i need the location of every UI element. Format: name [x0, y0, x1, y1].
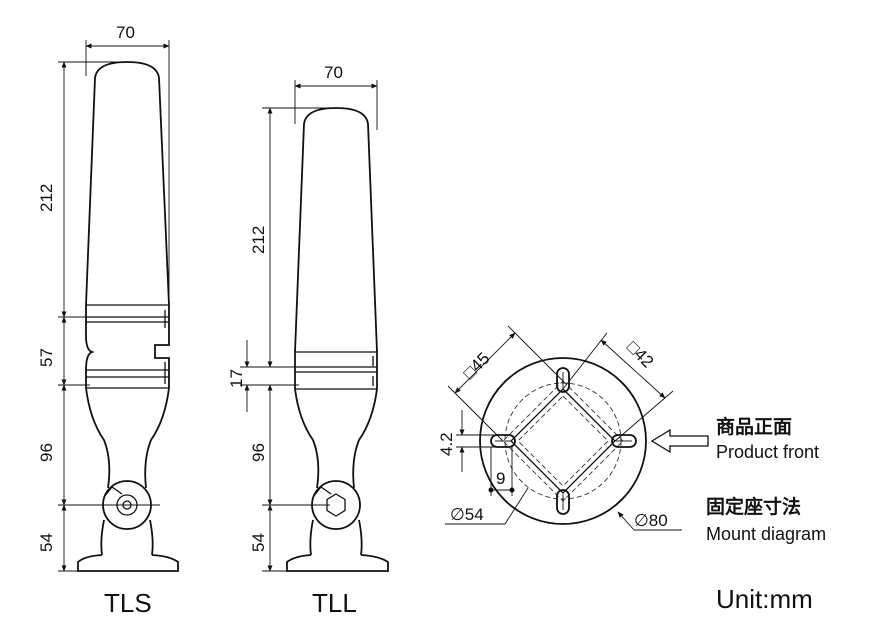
tll-outline [262, 107, 389, 572]
slot-offset-label: 9 [496, 469, 505, 488]
product-front-cn-label: 商品正面 [716, 415, 792, 438]
tls-model-label: TLS [104, 588, 152, 618]
tll-dimensions: 70 212 17 96 54 [227, 63, 378, 572]
tls-width-label: 70 [116, 23, 135, 42]
tll-neck-height-label: 96 [249, 443, 268, 462]
unit-label: Unit:mm [716, 584, 813, 614]
tll-dome-height-label: 212 [249, 226, 268, 254]
square-45-label: □45 [459, 349, 493, 383]
tll-mid-height-label: 17 [227, 369, 246, 388]
tll-model-label: TLL [312, 588, 357, 618]
square-42-label: □42 [623, 337, 657, 371]
tls-mid-height-label: 57 [37, 348, 56, 367]
product-front-en-label: Product front [716, 442, 819, 462]
tll-base-height-label: 54 [249, 533, 268, 552]
mount-diagram: □45 □42 4.2 9 ∅54 ∅80 [437, 325, 682, 531]
tls-base-height-label: 54 [37, 533, 56, 552]
tls-dome-height-label: 212 [37, 184, 56, 212]
tls-outline [77, 61, 179, 572]
mount-diagram-en-label: Mount diagram [706, 524, 826, 544]
diameter-80-label: ∅80 [634, 511, 668, 530]
product-front-arrow [650, 428, 709, 454]
tls-dimensions: 70 212 57 96 54 [37, 23, 170, 572]
tls-neck-height-label: 96 [37, 443, 56, 462]
diameter-54-label: ∅54 [450, 505, 484, 524]
mount-diagram-cn-label: 固定座寸法 [706, 495, 801, 518]
slot-width-label: 4.2 [437, 432, 456, 456]
tll-width-label: 70 [324, 63, 343, 82]
